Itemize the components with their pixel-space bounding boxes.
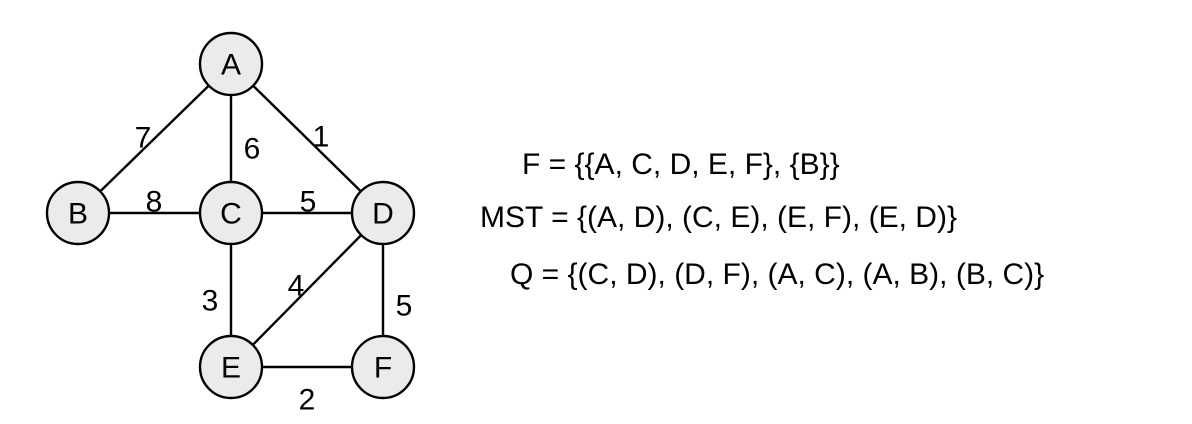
- node-label-f: F: [374, 352, 392, 385]
- node-circle-b: [45, 180, 111, 246]
- edge-weight-b-c: 8: [146, 186, 163, 219]
- weights-layer: 7 6 1 8 5 3 4 5 2: [135, 121, 413, 417]
- node-circle-a: [198, 31, 264, 97]
- node-circle-c: [198, 180, 264, 246]
- edge-weight-c-d: 5: [300, 186, 317, 219]
- node-circle-f: [350, 334, 416, 400]
- node-b: B: [45, 180, 111, 246]
- formula-mst: MST = {(A, D), (C, E), (E, F), (E, D)}: [480, 201, 957, 234]
- edge-weight-c-e: 3: [202, 285, 219, 318]
- edge-weight-d-e: 4: [288, 270, 305, 303]
- edge-a-d: [230, 63, 384, 214]
- node-label-c: C: [220, 198, 242, 231]
- edge-weight-a-b: 7: [135, 122, 152, 155]
- edge-a-b: [77, 63, 232, 214]
- formula-q: Q = {(C, D), (D, F), (A, C), (A, B), (B,…: [510, 258, 1045, 291]
- edge-weight-e-f: 2: [299, 384, 316, 417]
- edge-weight-d-f: 5: [396, 290, 413, 323]
- edge-d-e: [230, 212, 384, 368]
- node-e: E: [198, 334, 264, 400]
- node-circle-e: [198, 334, 264, 400]
- node-d: D: [350, 180, 416, 246]
- edge-weight-a-d: 1: [313, 121, 330, 154]
- node-a: A: [198, 31, 264, 97]
- nodes-layer: A B C D E F: [45, 31, 416, 400]
- node-label-a: A: [221, 49, 241, 82]
- formula-f: F = {{A, C, D, E, F}, {B}}: [522, 148, 840, 181]
- node-c: C: [198, 180, 264, 246]
- node-label-d: D: [372, 198, 394, 231]
- node-f: F: [350, 334, 416, 400]
- node-circle-d: [350, 180, 416, 246]
- node-label-e: E: [221, 352, 241, 385]
- edge-weight-a-c: 6: [244, 133, 261, 166]
- node-label-b: B: [68, 198, 88, 231]
